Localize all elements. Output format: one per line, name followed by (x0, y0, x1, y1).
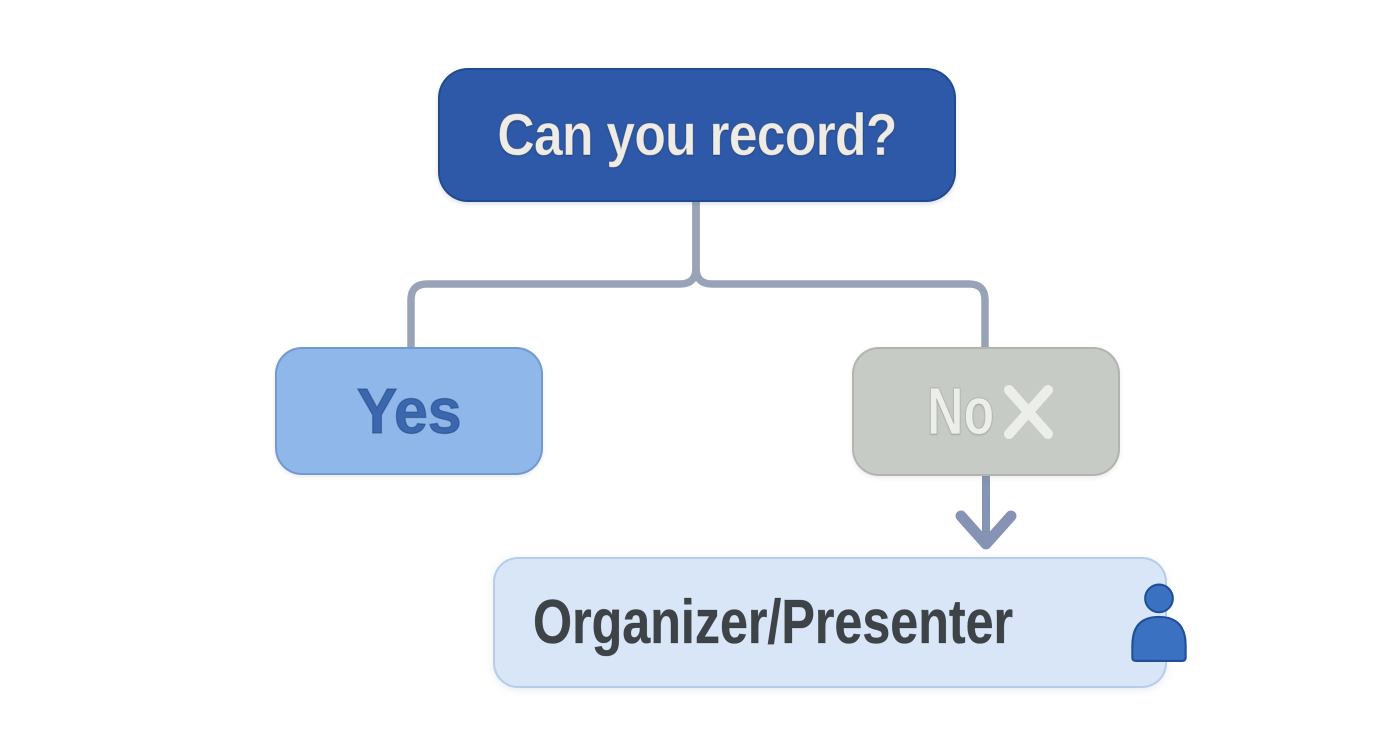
node-yes: Yes (275, 347, 543, 475)
connector-root-yes (407, 200, 700, 349)
node-can-you-record: Can you record? (438, 68, 956, 202)
x-mark-icon (1003, 385, 1053, 439)
node-organizer-presenter-label: Organizer/Presenter (533, 587, 1014, 657)
node-yes-label: Yes (356, 375, 462, 447)
node-no: No (852, 347, 1120, 476)
person-icon (1131, 583, 1187, 662)
node-no-label: No (927, 374, 995, 449)
connector-root-no (692, 200, 989, 349)
node-can-you-record-label: Can you record? (497, 101, 898, 168)
node-organizer-presenter: Organizer/Presenter (493, 557, 1187, 688)
arrowhead-down-icon (955, 510, 1017, 550)
